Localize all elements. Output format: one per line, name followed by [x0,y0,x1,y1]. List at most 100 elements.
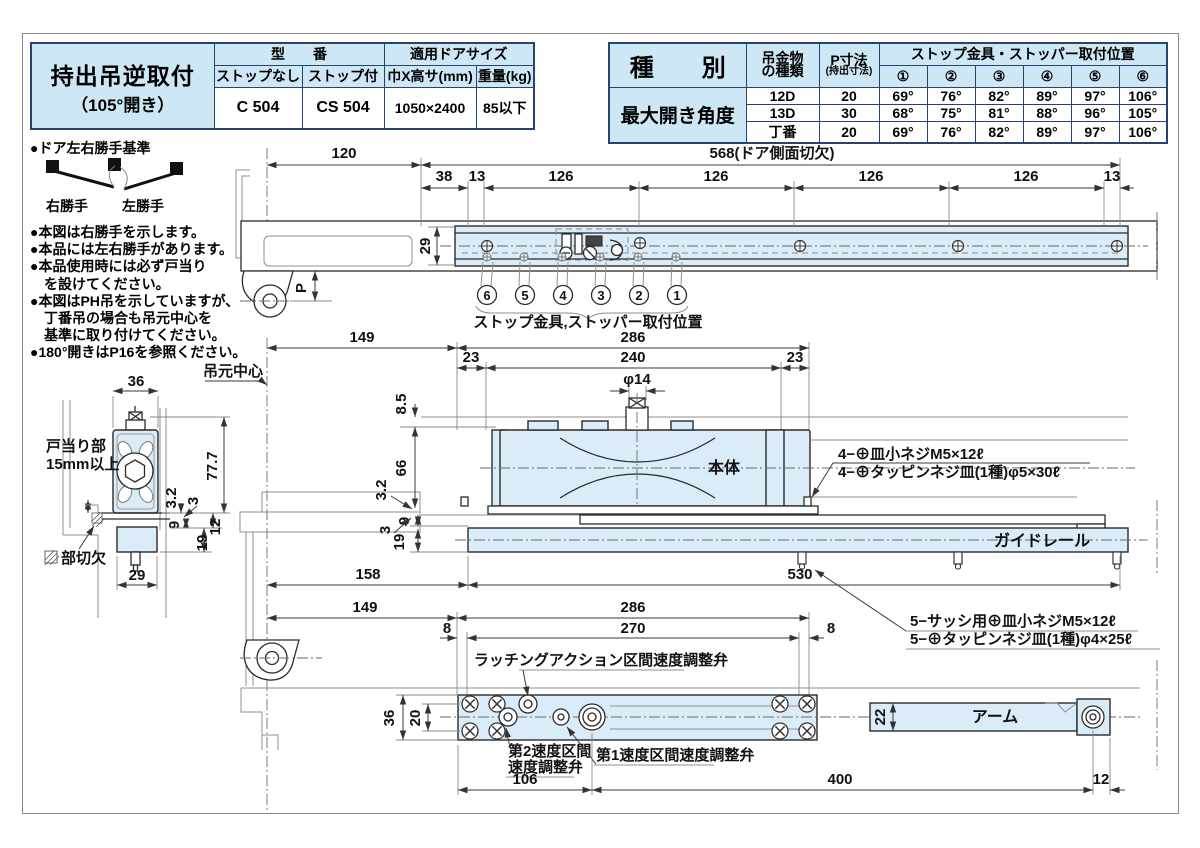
note-bullet: 基準に取り付けてください。 [30,327,226,344]
screw-note: 5−サッシ用⊕皿小ネジM5×12ℓ [910,613,1116,630]
note-bullet: ●本品使用時には必ず戸当り [30,258,207,275]
door-handedness-diagram [46,158,183,191]
bottom-view-body-plan: 149 286 8 270 8 アーム 22 36 20 ラッチングアクション区… [240,569,1160,795]
dim-label: 126 [1013,168,1038,185]
dim-label: 149 [352,599,377,616]
dim-label: 12 [1093,771,1110,788]
dim-label: 286 [620,329,645,346]
no-stop-header: ストップなし [213,64,303,88]
screw-note: 5−⊕タッピンネジ皿(1種)φ4×25ℓ [910,631,1132,648]
angle-cell: 68° [878,103,928,122]
pos-2-header: ② [926,64,976,88]
row-13d-p: 30 [818,103,880,122]
dim-label: 400 [827,771,852,788]
dim-label: 36 [128,373,145,390]
valve2-label: 速度調整弁 [508,758,583,776]
dim-label: 106 [512,771,537,788]
model-with-stop: CS 504 [301,86,385,130]
dim-label: 3.2 [163,488,180,509]
dim-label: 13 [1104,168,1121,185]
dim-label: 126 [858,168,883,185]
note-bullet: を設けてください。 [30,275,170,292]
position-number: 6 [483,288,490,303]
model-no-stop: C 504 [213,86,303,130]
dim-label: 126 [703,168,728,185]
angle-cell: 82° [974,120,1024,143]
left-hand-label: 左勝手 [122,198,164,214]
pivot-center-label: 吊元中心 [203,362,263,380]
dim-label: 19 [391,534,408,551]
middle-view-side-elevation: 吊元中心 149 286 23 240 23 φ14 本体 ガイドレール [203,329,1158,812]
angle-cell: 76° [926,120,976,143]
screw-note: 4−⊕タッピンネジ皿(1種)φ5×30ℓ [838,464,1060,481]
guide-rail-label: ガイドレール [994,532,1090,550]
latch-valve-label: ラッチングアクション区間速度調整弁 [474,651,728,669]
position-number: 2 [635,288,642,303]
door-stop-note: 15mm以上 [46,456,119,473]
pos-4-header: ④ [1022,64,1072,88]
dim-label: 8 [827,620,835,637]
row-13d-type: 13D [745,103,820,122]
angle-cell: 82° [974,86,1024,105]
dim-label: 29 [129,567,146,584]
dim-label: P [293,283,310,293]
dim-label: 19 [194,535,211,552]
angle-cell: 76° [926,86,976,105]
door-stop-note: 戸当り部 [46,437,106,455]
dim-label: 120 [331,145,356,162]
row-hinge-type: 丁番 [745,120,820,143]
position-number: 1 [673,288,680,303]
dim-label: 20 [407,710,424,727]
with-stop-header: ストップ付 [301,64,385,88]
spec-title-cell: 持出吊逆取付 （105°開き） [30,42,215,130]
dim-label: 530 [787,566,812,583]
angle-table: 種 別 吊金物 の種類 P寸法 (持出寸法) ストップ金具・ストッパー取付位置 … [608,42,1168,144]
position-number: 3 [597,288,604,303]
spec-table: 持出吊逆取付 （105°開き） 型 番 適用ドアサイズ ストップなし ストップ付… [30,42,535,130]
dim-label: 8.5 [393,394,410,415]
weight-value: 85以下 [475,86,535,130]
dim-label: 3.2 [373,480,390,501]
dim-label: 23 [787,349,804,366]
dim-label: 158 [355,566,380,583]
dim-label: 22 [872,709,889,726]
notch-label: 部切欠 [61,549,106,567]
dim-label: 12 [207,519,224,536]
dim-label: 3 [377,526,394,534]
pos-3-header: ③ [974,64,1024,88]
dim-label: 29 [417,238,434,255]
angle-cell: 75° [926,103,976,122]
valve2-label: 第2速度区間 [508,742,591,760]
dims-header: 巾X高サ(mm) [383,64,477,88]
stop-position-header: ストップ金具・ストッパー取付位置 [878,42,1168,66]
dim-label: 270 [620,620,645,637]
door-size-header: 適用ドアサイズ [383,42,535,66]
section-view-cross-section: 36 戸当り部 15mm以上 77.7 3.2 3 9 12 19 部切欠 [44,373,230,618]
dim-label: 149 [349,329,374,346]
row-hinge-p: 20 [818,120,880,143]
dim-label: 126 [548,168,573,185]
category-title: 種 別 [608,42,747,88]
dim-label: 38 [436,168,453,185]
note-bullet: ●本図はPH吊を示していますが、 [30,292,240,309]
notch-hatch [91,512,105,528]
handedness-legend-title: ●ドア左右勝手基準 [30,140,151,156]
dim-label: 568(ドア側面切欠) [709,144,834,162]
arm-label: アーム [972,709,1019,726]
right-hand-label: 右勝手 [46,198,88,214]
dim-label: 8 [443,620,451,637]
angle-cell: 69° [878,120,928,143]
dim-label: 77.7 [204,451,221,480]
mount-type-title: 持出吊逆取付 [50,62,195,89]
angle-cell: 97° [1070,86,1120,105]
angle-cell: 105° [1118,103,1168,122]
notes-panel: ●ドア左右勝手基準 右勝手 左勝手 ●本図は右勝手を示します。 ●本品には左右勝… [30,139,248,362]
stop-position-label: ストップ金具,ストッパー取付位置 [473,313,702,331]
stop-position-callouts: 6 5 4 3 2 1 ストップ金具,ストッパー取付位置 [473,261,703,331]
top-view-rail-plan: 120 568(ドア側面切欠) 38 13 126 126 126 126 13… [235,144,1158,331]
angle-cell: 106° [1118,86,1168,105]
dim-label: 3 [185,497,202,505]
dim-label: 66 [393,460,410,477]
valve1-label: 第1速度区間速度調整弁 [596,746,754,764]
